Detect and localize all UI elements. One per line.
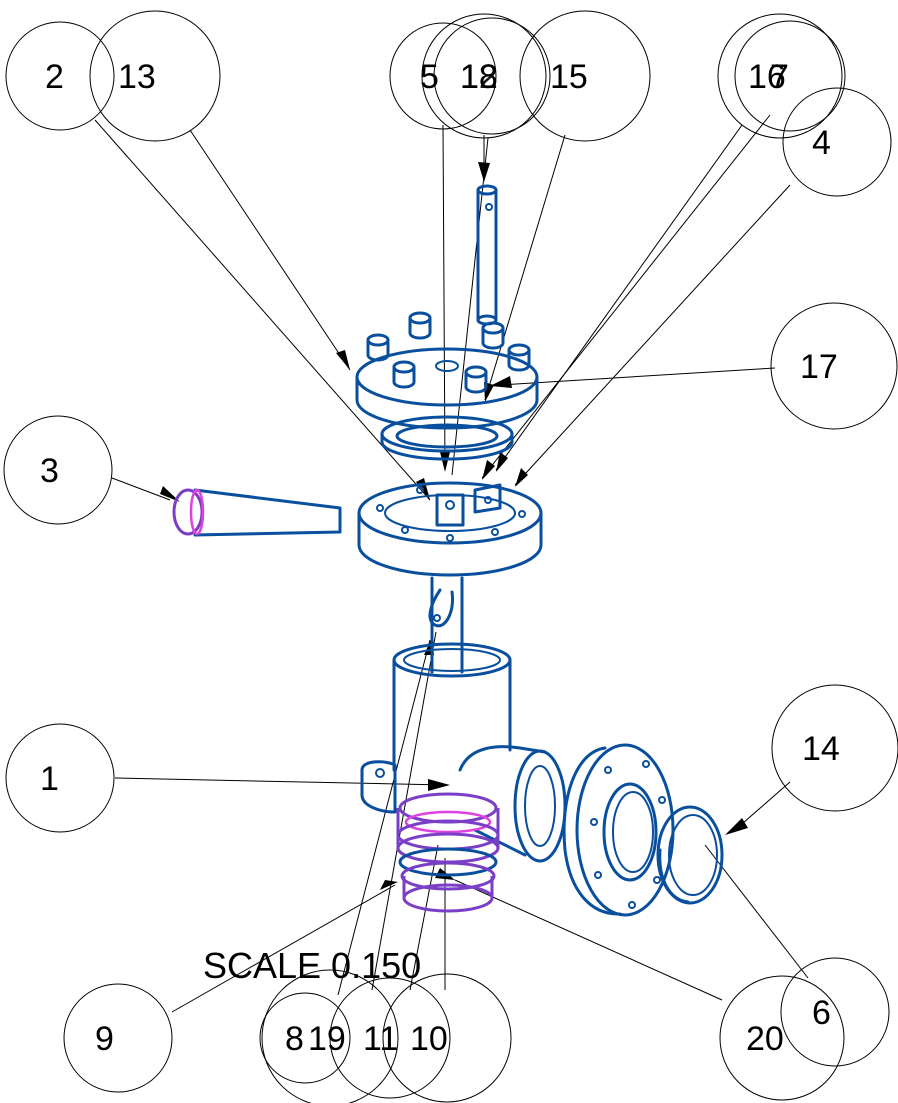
balloon-9: 9 [63,983,173,1093]
balloon-16: 16 [717,13,843,139]
svg-text:18: 18 [460,58,498,96]
balloon-13: 13 [89,10,221,142]
middle-flange [357,481,543,577]
balloon-17: 17 [770,302,898,430]
balloon-14: 14 [771,684,898,812]
svg-text:19: 19 [308,1020,346,1058]
top-bonnet-flange [355,311,539,430]
svg-text:20: 20 [746,1020,784,1058]
svg-text:16: 16 [748,58,786,96]
balloon-4: 4 [782,87,892,197]
valve-body [360,642,567,863]
balloon-12: 12 [433,17,551,135]
svg-text:8: 8 [285,1020,304,1058]
side-flange [562,743,675,917]
gasket-ring [380,415,514,461]
svg-text:6: 6 [812,994,831,1032]
svg-text:4: 4 [812,124,831,162]
bottom-spring-rings [396,792,500,913]
balloon-1: 1 [5,723,115,833]
svg-text:14: 14 [802,730,840,768]
balloon-20: 20 [719,975,845,1101]
svg-text:11: 11 [363,1020,398,1058]
balloon-19: 19 [261,969,399,1103]
seal-ring [656,805,724,905]
svg-text:10: 10 [410,1020,448,1058]
balloon-18: 18 [421,13,547,139]
balloon-6: 6 [780,957,890,1067]
svg-text:2: 2 [45,58,64,96]
stem-rod [476,184,498,326]
balloon-7: 7 [734,20,846,132]
svg-text:7: 7 [770,58,789,96]
bolt-heads [366,311,531,394]
svg-text:9: 9 [95,1020,114,1058]
balloon-2: 2 [5,21,115,131]
balloon-15: 15 [519,10,651,142]
balloon-10: 10 [382,973,512,1103]
svg-text:15: 15 [550,58,588,96]
svg-text:12: 12 [460,58,498,96]
svg-text:13: 13 [118,58,156,96]
leader-lines [94,114,809,1013]
handle-lever [172,488,342,537]
svg-text:1: 1 [40,760,59,798]
balloon-3: 3 [3,415,113,525]
svg-text:3: 3 [40,452,59,490]
svg-text:17: 17 [800,348,838,386]
lower-stem [428,576,464,674]
balloon-11: 11 [329,977,451,1099]
scale-label: SCALE 0.150 [203,945,421,986]
balloon-8: 8 [259,992,351,1084]
